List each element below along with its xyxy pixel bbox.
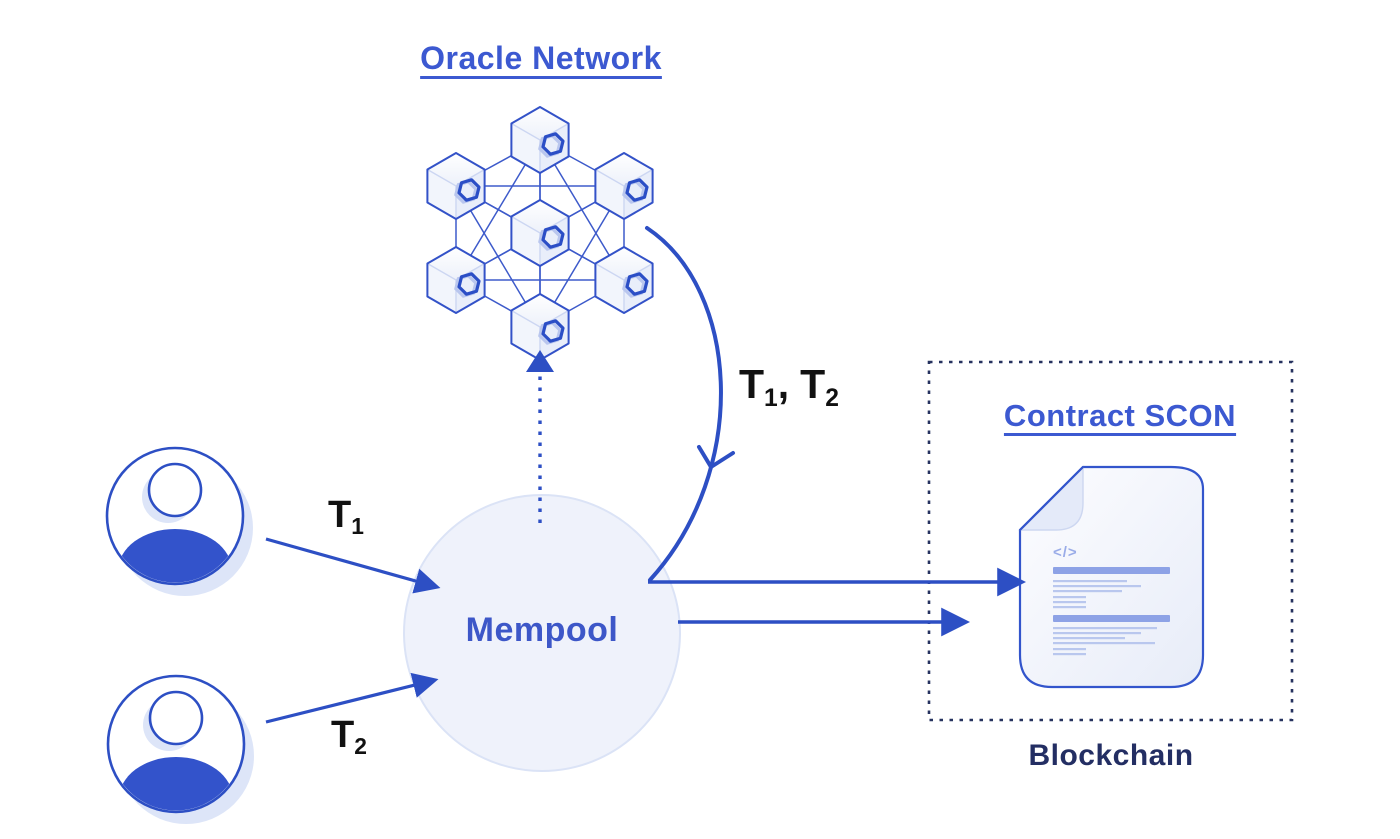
oracle-node-icon xyxy=(593,151,655,221)
user-icon xyxy=(107,448,253,613)
t1-sub: 1 xyxy=(351,513,364,540)
contract-document-icon: </> xyxy=(1018,465,1205,689)
oracle-node-icon xyxy=(509,105,571,175)
curved-arrow-oracle-to-contract-icon xyxy=(645,226,735,582)
mempool-circle xyxy=(403,494,681,772)
t2-base: T xyxy=(331,714,355,756)
dotted-arrow-mempool-to-oracle-icon xyxy=(526,350,554,523)
document-text-lines xyxy=(1053,567,1170,656)
transaction-arrow-t2 xyxy=(265,672,439,724)
oracle-network-title[interactable]: Oracle Network xyxy=(420,40,662,76)
transaction-arrow-t1 xyxy=(265,537,441,594)
oracle-node-icon xyxy=(509,198,571,268)
mempool-label: Mempool xyxy=(465,611,619,649)
t1-label: T1 xyxy=(328,494,364,538)
blockchain-label: Blockchain xyxy=(1028,739,1194,772)
contract-scon-title[interactable]: Contract SCON xyxy=(1003,398,1237,433)
t1-t2-label: T1,T2 xyxy=(739,361,839,412)
user-icon xyxy=(108,676,254,839)
oracle-node-icon xyxy=(593,245,655,315)
t2-label: T2 xyxy=(331,714,367,758)
blockchain-boundary-box xyxy=(927,360,1294,722)
code-icon: </> xyxy=(1053,544,1078,561)
oracle-network-icon xyxy=(425,105,655,362)
t2-sub: 2 xyxy=(354,733,367,760)
t1-base: T xyxy=(328,494,352,536)
oracle-node-icon xyxy=(425,151,487,221)
oracle-node-icon xyxy=(425,245,487,315)
